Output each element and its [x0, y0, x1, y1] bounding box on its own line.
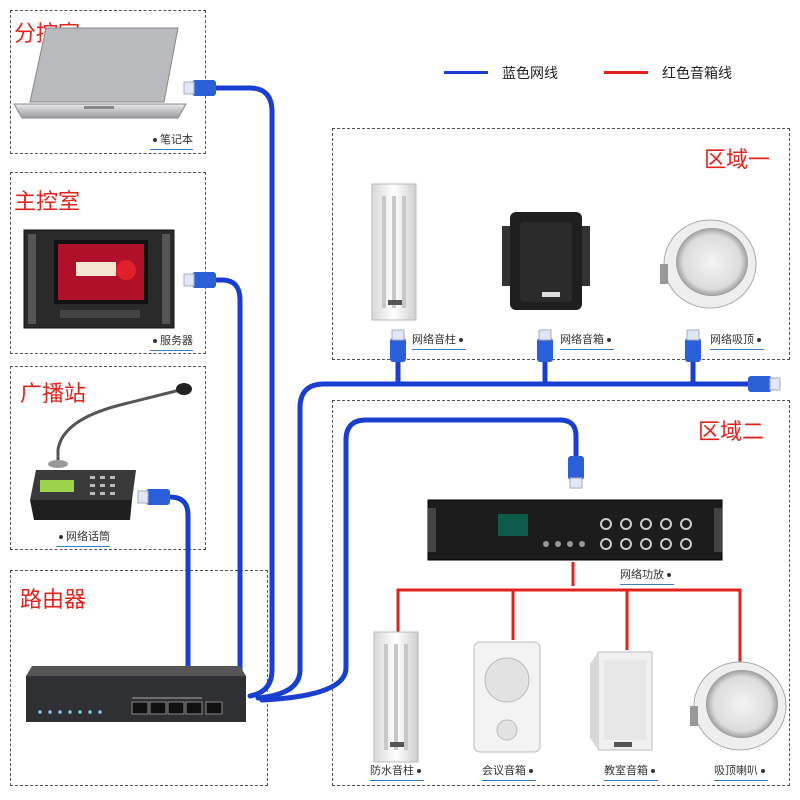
zone1-title: 区域一 [704, 148, 771, 173]
server-caption: 服务器 [150, 332, 193, 351]
router-title: 路由器 [20, 588, 87, 613]
zone1-ceiling-speaker-image [660, 219, 757, 309]
router-room-box [10, 570, 268, 786]
zone2-ceiling-caption: 吸顶喇叭 [714, 762, 768, 781]
zone2-conference-caption: 会议音箱 [482, 762, 536, 781]
broadcast-room-title: 广播站 [20, 382, 87, 407]
microphone-image [30, 383, 192, 520]
blue-network-cables [157, 85, 773, 703]
main-room-box [10, 172, 206, 354]
zone1-box-caption: 网络音箱 [560, 331, 614, 350]
zone2-waterproof-caption: 防水音柱 [370, 762, 424, 781]
laptop-image [13, 27, 187, 119]
red-speaker-lines [396, 562, 742, 666]
amplifier-caption: 网络功放 [620, 566, 674, 585]
zone2-waterproof-column-image [373, 631, 419, 763]
zone2-title: 区域二 [698, 420, 765, 445]
laptop-caption: 笔记本 [150, 131, 193, 150]
microphone-caption: 网络话筒 [56, 528, 110, 547]
rj45-icons [137, 80, 781, 505]
zone2-ceiling-horn-image [690, 661, 787, 751]
zone2-classroom-speaker-image [590, 651, 653, 751]
legend-blue-line [444, 71, 488, 74]
router-image [26, 666, 246, 722]
zone1-column-speaker-image [371, 183, 417, 321]
legend-blue-label: 蓝色网线 [502, 66, 558, 82]
zone1-box [332, 128, 790, 360]
main-room-title: 主控室 [14, 190, 81, 215]
zone1-box-speaker-image [502, 212, 590, 310]
zone2-classroom-caption: 教室音箱 [604, 762, 658, 781]
zone1-ceiling-caption: 网络吸顶 [710, 331, 764, 350]
server-image [23, 229, 175, 329]
legend-red-line [604, 71, 648, 74]
legend-red-label: 红色音箱线 [662, 66, 732, 82]
zone2-conference-speaker-image [473, 641, 541, 753]
zone1-column-caption: 网络音柱 [412, 331, 466, 350]
broadcast-room-box [10, 366, 206, 550]
zone2-box [332, 400, 790, 786]
amplifier-image [427, 499, 723, 561]
